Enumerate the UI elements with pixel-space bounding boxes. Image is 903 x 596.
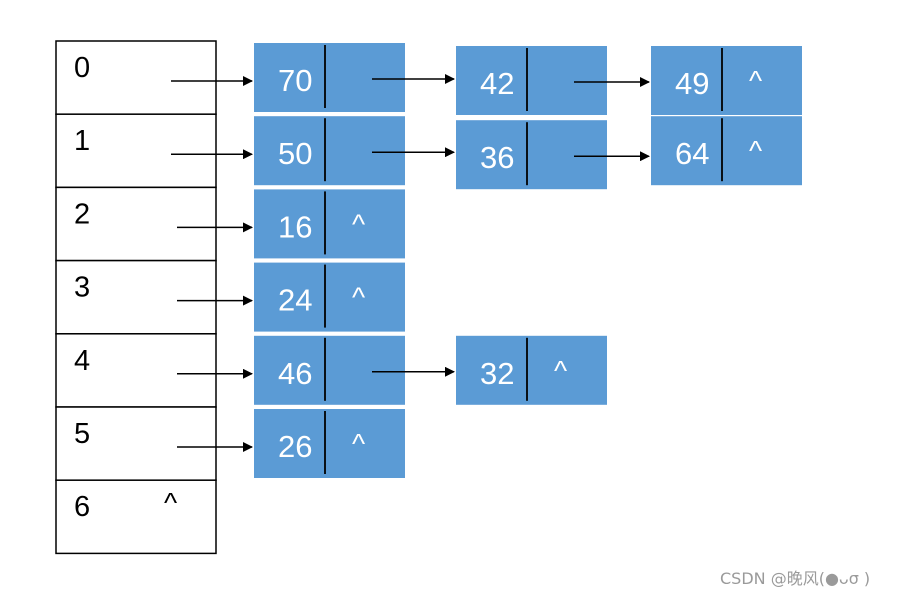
list-node-32: 32 ^	[456, 335, 607, 405]
node-box	[456, 46, 607, 115]
node-value: 32	[480, 356, 514, 391]
node-box	[254, 335, 405, 405]
pointer-arrows	[171, 74, 650, 452]
node-value: 64	[675, 136, 709, 171]
node-value: 24	[278, 283, 312, 318]
list-node-24: 24 ^	[254, 262, 405, 332]
table-index-4: 4	[74, 345, 90, 377]
node-box	[651, 116, 802, 186]
table-index-3: 3	[74, 272, 90, 304]
table-index-1: 1	[74, 125, 90, 157]
list-node-26: 26 ^	[254, 409, 405, 478]
table-slot-2	[55, 186, 217, 262]
table-slot-0	[55, 40, 217, 115]
hash-table-array: 0 1 2 3 4 5 6 ^	[55, 40, 217, 555]
table-index-0: 0	[74, 52, 90, 84]
table-index-6: 6	[74, 491, 90, 523]
null-pointer: ^	[352, 428, 365, 459]
null-pointer: ^	[749, 65, 762, 96]
null-pointer: ^	[352, 208, 365, 239]
node-value: 46	[278, 356, 312, 391]
node-value: 26	[278, 429, 312, 464]
null-pointer-6: ^	[164, 487, 177, 518]
node-box	[456, 335, 607, 405]
table-index-5: 5	[74, 418, 90, 450]
node-box	[651, 46, 802, 115]
linked-list-nodes: 70 42 49 ^ 50 36 64 ^ 16 ^ 24 ^ 46 32 ^ 26 ^	[254, 43, 802, 478]
list-node-49: 49 ^	[651, 46, 802, 115]
list-node-36: 36	[456, 120, 607, 190]
node-value: 70	[278, 63, 312, 98]
list-node-64: 64 ^	[651, 116, 802, 186]
list-node-46: 46	[254, 335, 405, 405]
node-value: 50	[278, 136, 312, 171]
list-node-70: 70	[254, 43, 405, 112]
node-value: 49	[675, 66, 709, 101]
list-node-50: 50	[254, 116, 405, 186]
table-slot-5	[55, 406, 217, 481]
table-slot-6	[55, 479, 217, 555]
null-pointer: ^	[554, 355, 567, 386]
node-value: 16	[278, 209, 312, 244]
node-box	[254, 189, 405, 259]
node-value: 36	[480, 140, 514, 175]
node-box	[254, 409, 405, 478]
node-value: 42	[480, 66, 514, 101]
node-box	[254, 116, 405, 186]
node-box	[254, 262, 405, 332]
list-node-16: 16 ^	[254, 189, 405, 259]
list-node-42: 42	[456, 46, 607, 115]
node-box	[254, 43, 405, 112]
null-pointer: ^	[749, 135, 762, 166]
table-slot-3	[55, 259, 217, 335]
watermark: CSDN @晚风(●ᴗσ )	[720, 569, 871, 588]
node-box	[456, 120, 607, 190]
table-slot-1	[55, 113, 217, 189]
table-index-2: 2	[74, 198, 90, 230]
null-pointer: ^	[352, 282, 365, 313]
